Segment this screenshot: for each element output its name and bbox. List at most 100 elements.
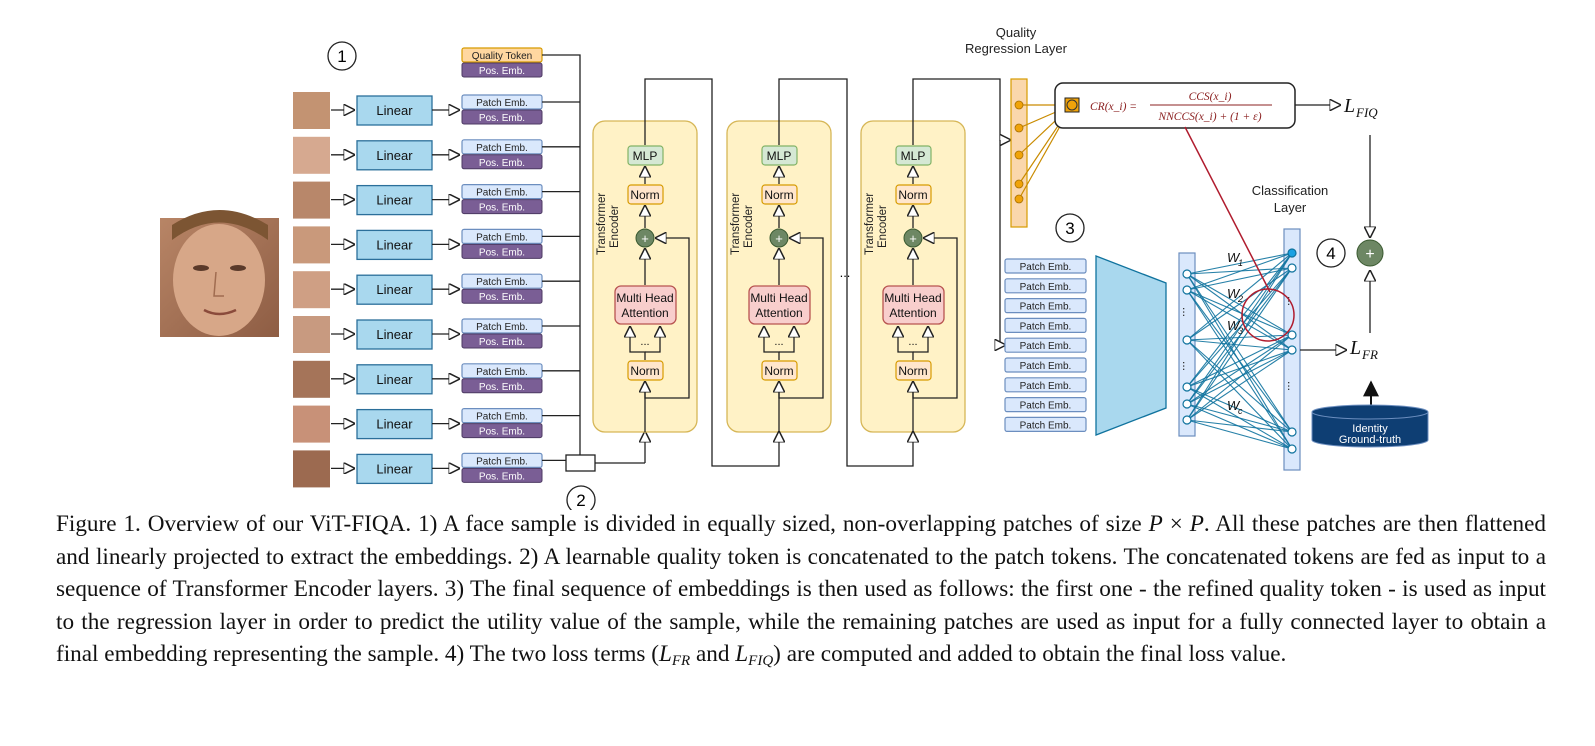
- norm-block: [895, 360, 932, 381]
- encoder-title: Encoder: [609, 205, 621, 248]
- residual-add-icon: [635, 228, 655, 248]
- patch-emb-block: [1004, 397, 1087, 413]
- patch-emb-block: [1004, 317, 1087, 333]
- mlp-label: MLP: [767, 149, 792, 163]
- face-patch-thumbnail: [293, 271, 330, 309]
- patch-emb-label: Patch Emb.: [1020, 420, 1072, 431]
- linear-block: [356, 184, 433, 216]
- norm-block: [627, 360, 664, 381]
- encoder-ellipsis: ...: [840, 265, 851, 280]
- linear-label: Linear: [376, 417, 413, 432]
- linear-label: Linear: [376, 148, 413, 163]
- pos-emb-block: [461, 288, 543, 304]
- mlp-block: [895, 145, 932, 166]
- norm-block: [761, 184, 798, 205]
- svg-text:Ground-truth: Ground-truth: [1339, 434, 1401, 446]
- patch-emb-block: [1004, 258, 1087, 274]
- svg-text:1: 1: [1238, 258, 1243, 268]
- fc-output-node: [1287, 444, 1297, 454]
- svg-text:2: 2: [576, 491, 585, 510]
- linear-label: Linear: [376, 372, 413, 387]
- multi-head-attention-block: [882, 285, 945, 325]
- step-3-marker: 3: [1055, 213, 1085, 243]
- linear-label: Linear: [376, 327, 413, 342]
- svg-text:3: 3: [1238, 326, 1243, 336]
- linear-label: Linear: [376, 282, 413, 297]
- patch-emb-label: Patch Emb.: [476, 412, 528, 423]
- patch-emb-block: [1004, 377, 1087, 393]
- linear-block: [356, 229, 433, 261]
- regression-node: [1014, 179, 1024, 189]
- linear-label: Linear: [376, 237, 413, 252]
- linear-label: Linear: [376, 103, 413, 118]
- final-patch-embeddings: Patch Emb. Patch Emb. Patch Emb. Patch Emb.…: [1004, 258, 1087, 432]
- pos-emb-block: [461, 154, 543, 170]
- regression-node: [1014, 123, 1024, 133]
- face-patch-thumbnail: [293, 316, 330, 353]
- linear-block: [356, 319, 433, 350]
- svg-text:...: ...: [774, 336, 783, 348]
- patch-emb-label: Patch Emb.: [476, 232, 528, 243]
- regression-node: [1014, 150, 1024, 160]
- quality-token-stack: Quality Token Pos. Emb.: [461, 47, 543, 78]
- svg-text:Multi Head: Multi Head: [616, 291, 673, 305]
- pos-emb-label: Pos. Emb.: [479, 471, 525, 482]
- fc-input-node: [1182, 269, 1192, 279]
- svg-text:...: ...: [640, 336, 649, 348]
- weight-w2: W: [1227, 286, 1241, 301]
- face-patch-thumbnail: [293, 136, 330, 174]
- svg-text:Attention: Attention: [755, 306, 802, 320]
- step-2-marker: 2: [566, 485, 596, 510]
- fc-input-node: [1182, 382, 1192, 392]
- patch-emb-label: Patch Emb.: [1020, 361, 1072, 372]
- svg-text:Layer: Layer: [1274, 200, 1307, 215]
- face-patch-thumbnail: [293, 450, 330, 488]
- svg-text:2: 2: [1237, 294, 1243, 304]
- fc-input-node: [1182, 415, 1192, 425]
- linear-block: [356, 364, 433, 395]
- svg-text:FR: FR: [1361, 347, 1378, 362]
- svg-text:4: 4: [1326, 244, 1335, 263]
- svg-text:Multi Head: Multi Head: [884, 291, 941, 305]
- fc-input-node: [1182, 335, 1192, 345]
- encoder-title: Transformer: [864, 193, 876, 255]
- patch-emb-label: Patch Emb.: [476, 143, 528, 154]
- svg-text:Identity: Identity: [1352, 423, 1388, 435]
- identity-ground-truth: Identity Ground-truth: [1311, 380, 1429, 448]
- regression-node: [1014, 194, 1024, 204]
- pos-emb-label: Pos. Emb.: [479, 158, 525, 169]
- patch-emb-label: Patch Emb.: [476, 456, 528, 467]
- cr-lhs: CR(x_i) =: [1090, 101, 1137, 113]
- plus-icon: +: [1365, 246, 1374, 263]
- regression-node: [1014, 100, 1024, 110]
- svg-text:c: c: [1238, 406, 1243, 416]
- patch-emb-label: Patch Emb.: [1020, 321, 1072, 332]
- residual-add-icon: [769, 228, 789, 248]
- input-face-image: [160, 210, 279, 337]
- patch-emb-label: Patch Emb.: [476, 277, 528, 288]
- fc-output-node: [1287, 345, 1297, 355]
- patch-emb-block: [1004, 337, 1087, 353]
- svg-text:...: ...: [1285, 296, 1299, 306]
- svg-text:...: ...: [1180, 361, 1194, 371]
- svg-text:+: +: [909, 231, 917, 246]
- linear-label: Linear: [376, 193, 413, 208]
- fc-output-node: [1287, 427, 1297, 437]
- pos-emb-label: Pos. Emb.: [479, 247, 525, 258]
- norm-block: [627, 184, 664, 205]
- pos-emb-block: [461, 423, 543, 439]
- patch-emb-label: Patch Emb.: [1020, 381, 1072, 392]
- fc-input-node: [1182, 399, 1192, 409]
- loss-fr-label: L FR: [1349, 337, 1378, 362]
- svg-text:Norm: Norm: [764, 364, 793, 378]
- linear-block: [356, 408, 433, 440]
